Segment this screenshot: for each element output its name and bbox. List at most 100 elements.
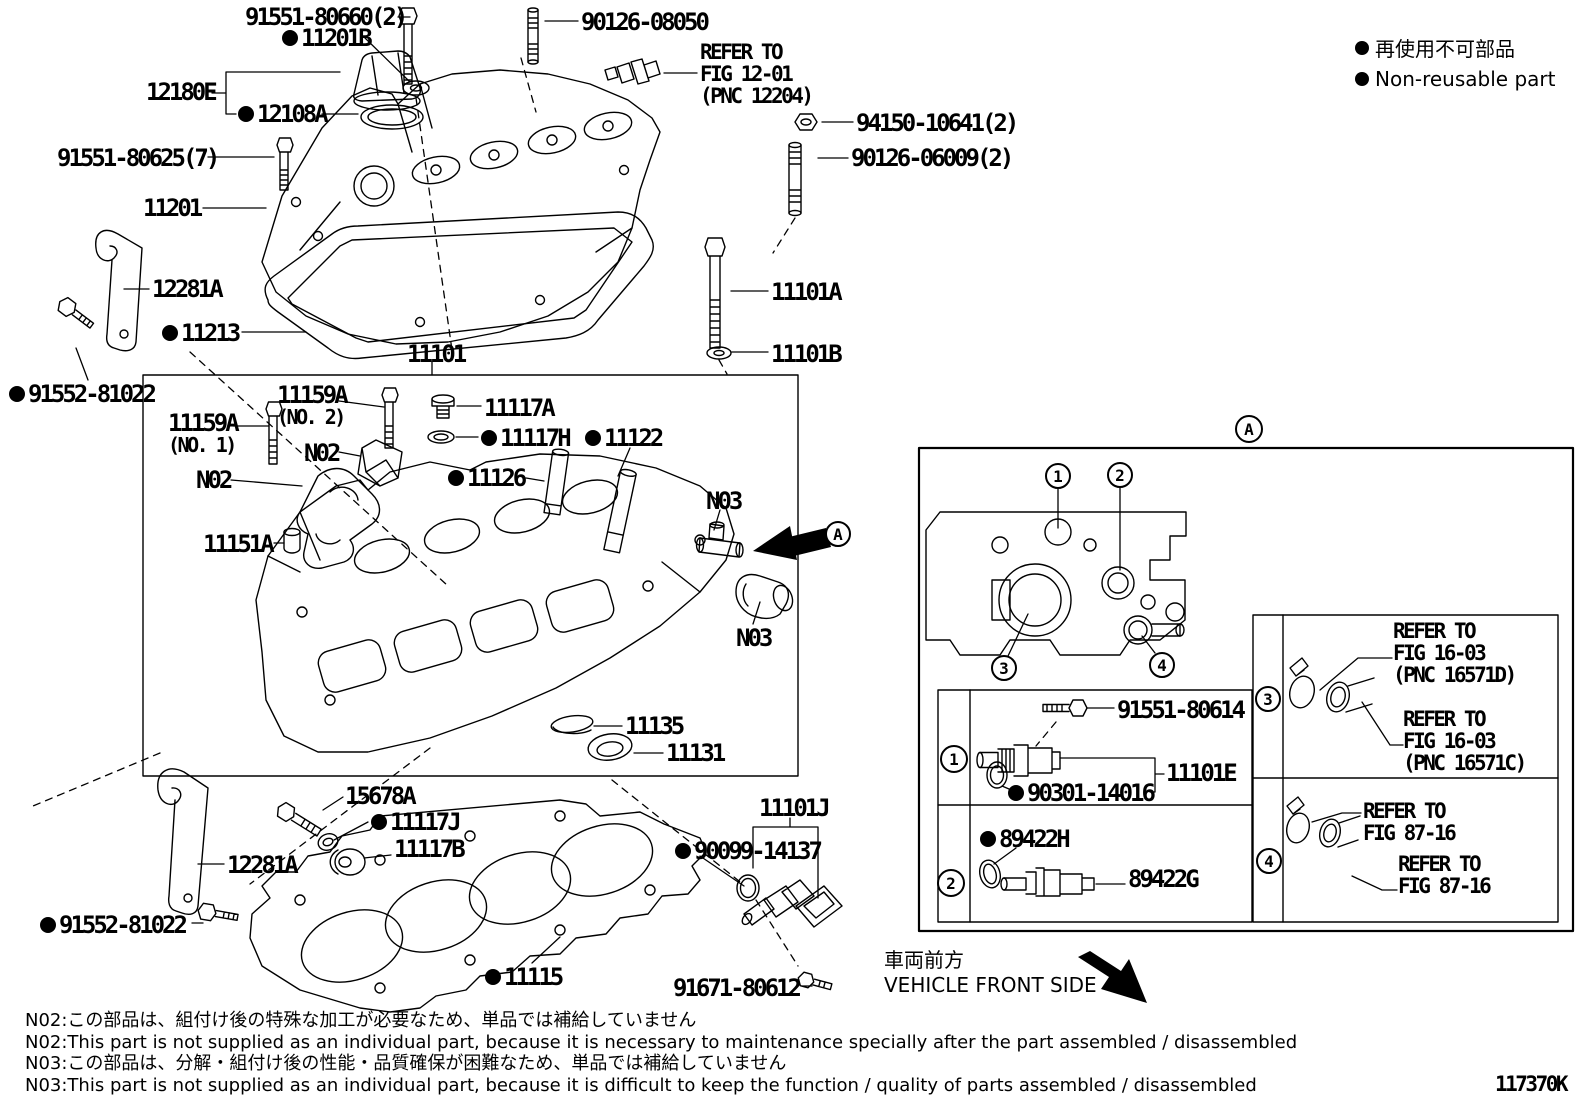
label-N03-lower: N03 [736, 624, 773, 652]
label-11135[interactable]: 11135 [625, 712, 685, 740]
non-reusable-dot [371, 814, 387, 830]
label-refer-fig-87-16-b[interactable]: REFER TO FIG 87-16 [1398, 852, 1492, 898]
footnote-n02-en: N02:This part is not supplied as an indi… [25, 1031, 1298, 1053]
vehicle-front-side-label: 車両前方 VEHICLE FRONT SIDE [884, 948, 1097, 997]
label-refer-fig-16-03-d[interactable]: REFER TO FIG 16-03 (PNC 16571D) [1393, 619, 1517, 687]
pipe-N03-tee-drawing [695, 521, 744, 558]
inset-callout-2: 2 [1107, 462, 1133, 488]
label-90126-08050[interactable]: 90126-08050 [581, 8, 710, 36]
label-90301-14016[interactable]: 90301-14016 [1008, 781, 1156, 805]
table-row-3-number: 3 [1255, 686, 1281, 712]
label-91552-81022-lower[interactable]: 91552-81022 [40, 913, 188, 937]
label-11201[interactable]: 11201 [143, 194, 203, 222]
label-12281A-lower[interactable]: 12281A [227, 851, 299, 879]
non-reusable-dot [980, 831, 996, 847]
bolt-11159A-no1-drawing [265, 401, 283, 465]
label-11213[interactable]: 11213 [162, 321, 241, 345]
label-12180E[interactable]: 12180E [146, 78, 218, 106]
non-reusable-dot [485, 969, 501, 985]
footnote-n03-en: N03:This part is not supplied as an indi… [25, 1074, 1257, 1096]
label-94150-10641[interactable]: 94150-10641(2) [856, 109, 1019, 137]
label-91671-80612[interactable]: 91671-80612 [673, 974, 802, 1002]
label-11151A[interactable]: 11151A [203, 530, 275, 558]
construction-dashed-lines [32, 57, 1057, 967]
oil-filler-cap-drawing [352, 50, 422, 111]
label-11131[interactable]: 11131 [666, 739, 726, 767]
union-15678A-drawing [276, 801, 322, 837]
gasket-11117H-drawing [427, 430, 455, 444]
label-11201B[interactable]: 11201B [282, 26, 373, 50]
non-reusable-dot [40, 917, 56, 933]
seal-11131-drawing [587, 733, 633, 761]
label-91551-80625[interactable]: 91551-80625(7) [57, 144, 220, 172]
inset-head-rear-view-drawing [925, 511, 1187, 656]
label-11117A[interactable]: 11117A [484, 394, 556, 422]
bolt-91552-81022-lower-drawing [197, 902, 239, 922]
label-15678A[interactable]: 15678A [345, 782, 417, 810]
label-11117B[interactable]: 11117B [394, 835, 466, 863]
table-row-1-number: 1 [940, 745, 968, 773]
non-reusable-dot [675, 843, 691, 859]
label-12281A-upper[interactable]: 12281A [152, 275, 224, 303]
label-91551-80614[interactable]: 91551-80614 [1117, 696, 1246, 724]
label-11101E[interactable]: 11101E [1166, 759, 1238, 787]
label-11101B[interactable]: 11101B [771, 340, 843, 368]
label-89422H[interactable]: 89422H [980, 827, 1071, 851]
label-11101[interactable]: 11101 [407, 340, 467, 368]
label-N03-upper: N03 [706, 487, 743, 515]
bolt-91551-80614-drawing [1042, 699, 1088, 717]
non-reusable-legend: 再使用不可部品 Non-reusable part [1355, 33, 1555, 91]
table-row-2-number: 2 [937, 869, 965, 897]
bracket-12281A-upper-drawing [95, 229, 143, 352]
non-reusable-dot [448, 470, 464, 486]
non-reusable-dot [9, 386, 25, 402]
stud-90126-08050-drawing [527, 7, 539, 65]
label-90099-14137[interactable]: 90099-14137 [675, 839, 823, 863]
label-11126[interactable]: 11126 [448, 466, 527, 490]
clamp-hose-row3-drawing [1288, 657, 1375, 713]
cap-gasket-12108A-drawing [360, 104, 424, 130]
inset-callout-3: 3 [991, 655, 1017, 681]
label-11117H[interactable]: 11117H [481, 426, 572, 450]
figure-code: 117370K [1495, 1072, 1569, 1096]
valve-guide-11126-drawing [543, 448, 570, 516]
label-11117J[interactable]: 11117J [371, 810, 462, 834]
oring-90301-drawing [986, 761, 1008, 789]
label-91551-80660[interactable]: 91551-80660(2) [245, 3, 408, 31]
bolt-11159A-no2-drawing [381, 387, 399, 449]
label-12108A[interactable]: 12108A [238, 102, 329, 126]
footnote-n02-jp: N02:この部品は、組付け後の特殊な加工が必要なため、単品では補給していません [25, 1010, 697, 1031]
gasket-11117J-drawing [317, 833, 339, 851]
label-N02-left: N02 [196, 466, 233, 494]
label-11122[interactable]: 11122 [585, 426, 664, 450]
label-11101J[interactable]: 11101J [759, 794, 831, 822]
label-91552-81022-upper[interactable]: 91552-81022 [9, 382, 157, 406]
table-row-4-number: 4 [1256, 848, 1282, 874]
non-reusable-dot [1355, 40, 1369, 55]
label-refer-fig-87-16-a[interactable]: REFER TO FIG 87-16 [1363, 799, 1457, 845]
non-reusable-dot [481, 430, 497, 446]
cylinder-head-drawing [255, 453, 735, 753]
cover-gasket-drawing [264, 211, 654, 360]
label-11101A[interactable]: 11101A [771, 278, 843, 306]
nut-94150-10641-drawing [794, 113, 818, 131]
valve-guide-11122-drawing [603, 468, 637, 554]
plate-11135-drawing [550, 714, 594, 735]
label-89422G[interactable]: 89422G [1128, 865, 1200, 893]
inset-callout-4: 4 [1149, 652, 1175, 678]
label-11159A-no2[interactable]: 11159A (NO. 2) [277, 381, 349, 429]
leader-lines [75, 16, 1404, 987]
bolt-11101A-drawing [704, 237, 726, 349]
label-90126-06009[interactable]: 90126-06009(2) [851, 144, 1014, 172]
valve-cover-drawing [261, 69, 661, 345]
head-gasket-drawing [249, 799, 707, 1013]
view-a-panel-frame [917, 446, 1575, 933]
washer-11101B-drawing [706, 346, 732, 360]
view-a-marker-main: A [825, 521, 851, 547]
label-11159A-no1[interactable]: 11159A (NO. 1) [168, 409, 240, 457]
label-refer-fig-16-03-c[interactable]: REFER TO FIG 16-03 (PNC 16571C) [1403, 707, 1527, 775]
label-11115[interactable]: 11115 [485, 965, 564, 989]
label-refer-fig-12-01[interactable]: REFER TO FIG 12-01 (PNC 12204) [700, 40, 814, 108]
